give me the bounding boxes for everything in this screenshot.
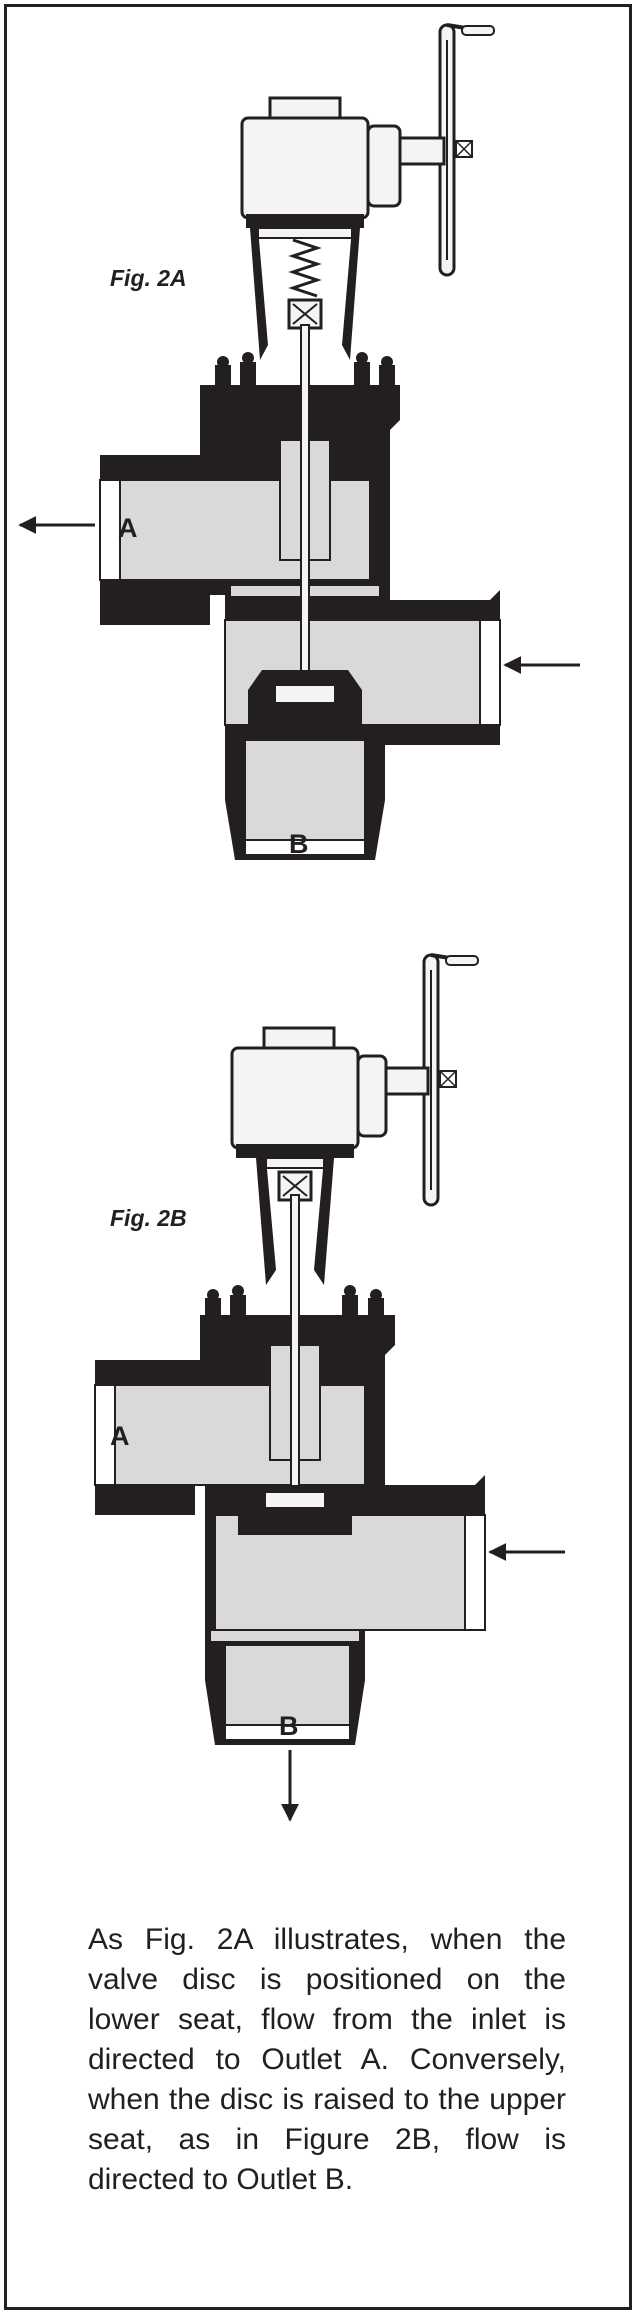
outlet-b-label: B xyxy=(279,1711,299,1741)
gear-actuator xyxy=(240,96,402,228)
caption-text: As Fig. 2A illustrates, when the valve d… xyxy=(88,1923,566,2196)
figure-2b-valve-drawing: A B xyxy=(94,953,565,1822)
outlet-a-label: A xyxy=(118,513,138,543)
valve-stem-disc xyxy=(248,324,362,735)
figure-2b-label: Fig. 2B xyxy=(110,1205,187,1231)
valve-stem-disc xyxy=(238,1194,352,1535)
handwheel-icon xyxy=(382,953,479,1207)
figure-2a-valve-drawing: A B xyxy=(18,23,580,860)
gear-actuator xyxy=(230,1026,388,1158)
figure-2a-label: Fig. 2A xyxy=(110,265,187,291)
handwheel-icon xyxy=(398,23,495,277)
outlet-a-label: A xyxy=(110,1421,130,1451)
yoke xyxy=(256,1157,334,1285)
outlet-b-label: B xyxy=(289,829,309,859)
yoke xyxy=(250,227,360,360)
